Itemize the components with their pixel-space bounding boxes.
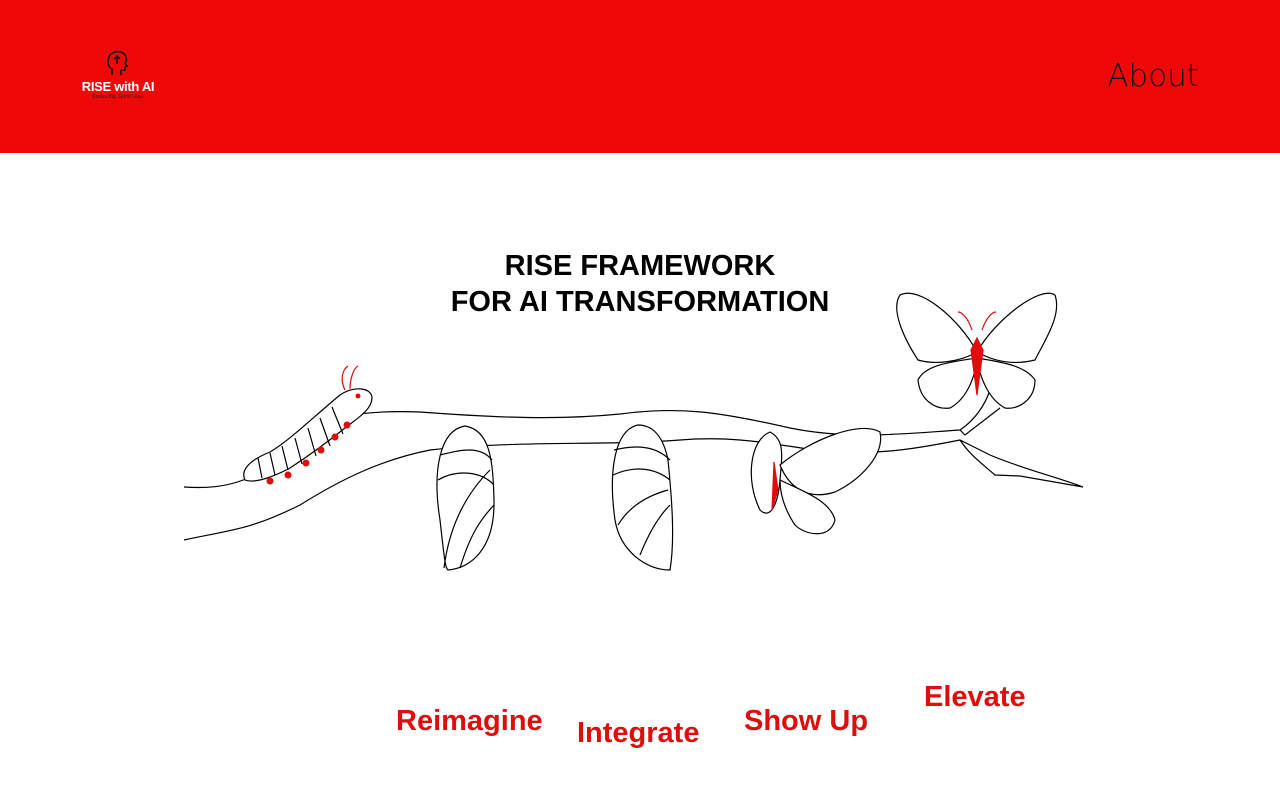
head-arrow-icon [107,50,129,75]
chrysalis-1 [436,425,495,571]
flying-butterfly [896,292,1058,409]
stage-elevate: Elevate [924,681,1026,713]
logo[interactable]: RISE with AI Dream Big. Grind Less. [78,50,158,105]
emerging-butterfly [750,427,882,535]
title-line-2: FOR AI TRANSFORMATION [450,286,830,318]
caterpillar [243,365,373,485]
site-header: RISE with AI Dream Big. Grind Less. Abou… [0,0,1280,153]
stage-show-up: Show Up [744,705,869,737]
page-title: RISE FRAMEWORK FOR AI TRANSFORMATION [340,248,940,320]
logo-tagline: Dream Big. Grind Less. [92,94,144,100]
stage-integrate: Integrate [577,717,700,749]
branch-bottom-edge [183,438,1084,541]
stage-reimagine: Reimagine [396,705,543,737]
chrysalis-2 [611,424,674,571]
logo-name: RISE with AI [81,79,155,94]
nav-about-link[interactable]: About [1107,58,1199,94]
title-line-1: RISE FRAMEWORK [504,250,776,282]
